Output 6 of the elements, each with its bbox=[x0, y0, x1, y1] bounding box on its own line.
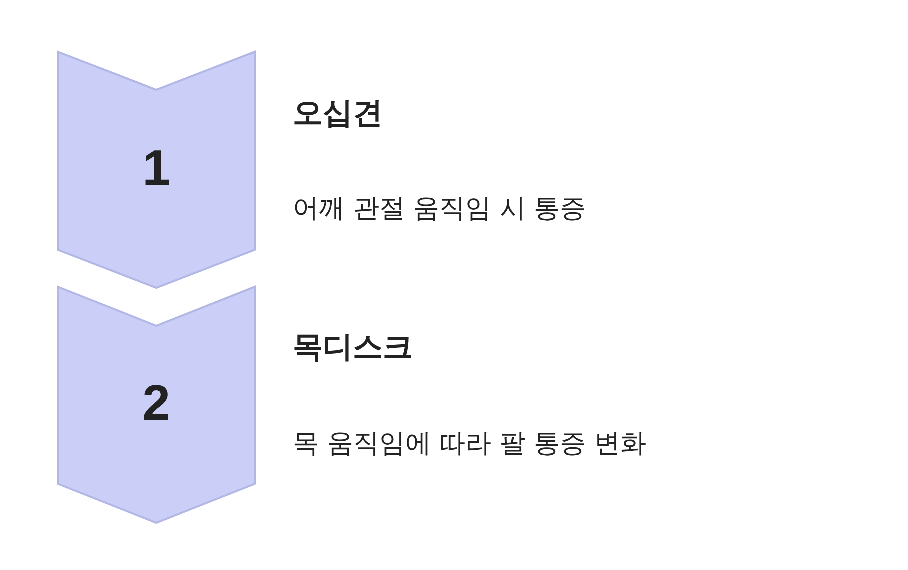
step-number: 2 bbox=[142, 378, 172, 428]
step-number: 1 bbox=[142, 143, 172, 193]
step-description: 어깨 관절 움직임 시 통증 bbox=[293, 194, 586, 226]
step-heading: 오십견 bbox=[293, 96, 383, 132]
step-heading: 목디스크 bbox=[293, 330, 413, 366]
step-description: 목 움직임에 따라 팔 통증 변화 bbox=[293, 429, 646, 460]
